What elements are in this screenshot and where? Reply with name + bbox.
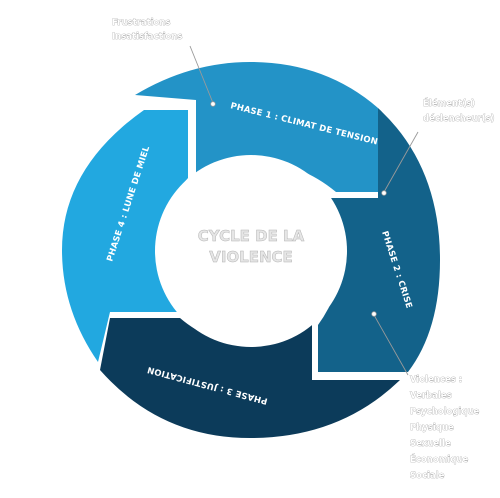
leader-violences-dot <box>371 311 377 317</box>
annotation-violences-psychologique: Psychologique <box>410 407 479 417</box>
annotation-violences-sexuelle: Sexuelle <box>410 439 451 449</box>
leader-trigger <box>383 131 419 193</box>
leader-trigger-dot <box>381 190 387 196</box>
annotation-violences-sociale: Sociale <box>410 471 445 481</box>
leader-violences <box>373 314 409 376</box>
phase-3-segment <box>100 318 400 438</box>
center-circle <box>155 155 347 347</box>
center-title-line1: CYCLE DE LA <box>198 227 305 245</box>
center-title-line2: VIOLENCE <box>209 248 293 266</box>
annotation-violences-physique: Physique <box>410 423 454 433</box>
annotation-insatisfactions: Insatisfactions <box>112 32 182 42</box>
annotation-violences-economique: Économique <box>410 453 468 465</box>
leader-tension-dot <box>210 101 216 107</box>
annotation-violences-title: Violences : <box>410 375 462 385</box>
annotation-declencheur: déclencheur(s) <box>423 113 495 124</box>
annotation-element: Élément(s) <box>423 97 475 109</box>
phase-4-segment <box>62 110 188 362</box>
phase-2-segment <box>318 108 440 372</box>
leader-tension <box>189 45 214 104</box>
phase-1-segment <box>135 62 378 192</box>
annotation-frustrations: Frustrations <box>112 18 170 28</box>
annotation-violences-verbales: Verbales <box>410 391 452 401</box>
